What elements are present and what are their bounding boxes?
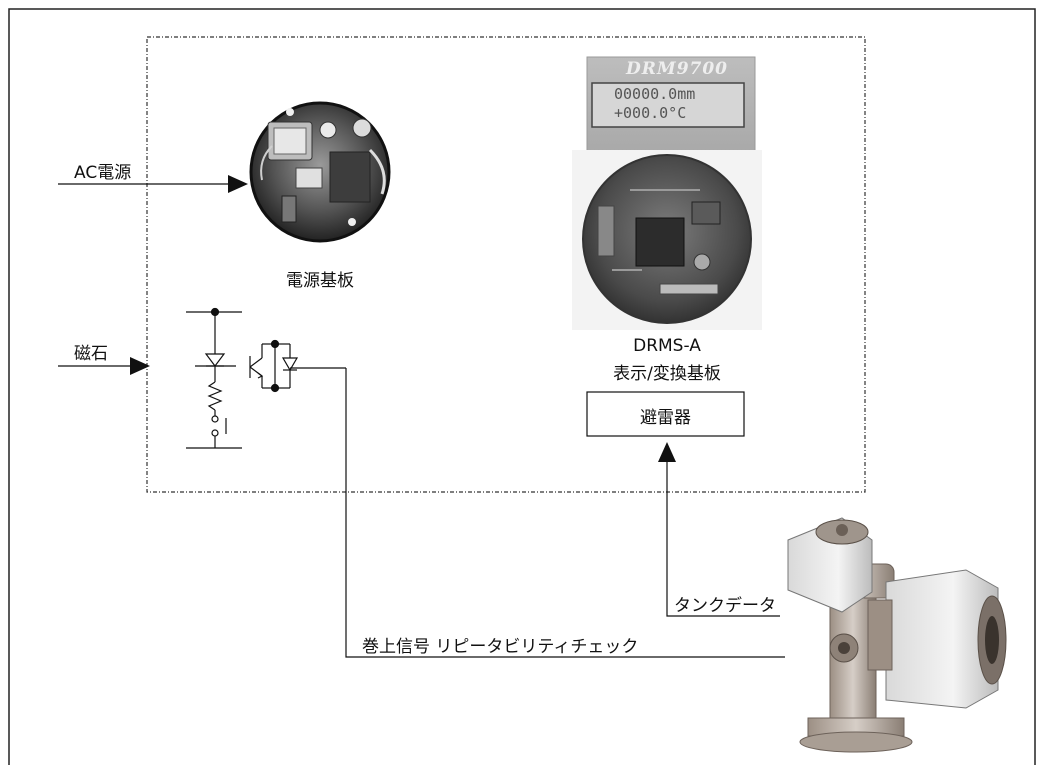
winding-signal-label: 巻上信号 リピータビリティチェック — [362, 637, 639, 657]
arrester-box — [586, 391, 745, 437]
tank-data-label: タンクデータ — [674, 596, 776, 616]
ac-power-label: AC電源 — [74, 163, 132, 183]
ac-power-arrowhead — [228, 175, 248, 193]
lcd-brand: DRM9700 — [626, 59, 729, 79]
arrester-label: 避雷器 — [640, 408, 691, 428]
outer-frame — [8, 8, 1036, 769]
display-board-model-label: DRMS-A — [633, 336, 701, 356]
magnetic-switch-circuit — [186, 307, 346, 449]
magnet-label: 磁石 — [74, 344, 108, 364]
display-board-image — [572, 150, 762, 330]
lcd-display — [586, 56, 756, 153]
power-board-label: 電源基板 — [286, 271, 354, 291]
magnet-arrowhead — [130, 357, 150, 375]
display-board-label: 表示/変換基板 — [613, 364, 721, 384]
lcd-line-1: 00000.0mm — [614, 85, 696, 103]
lcd-line-2: +000.0°C — [614, 104, 687, 122]
enclosure-boundary — [146, 36, 866, 493]
winding-signal-line — [345, 368, 785, 658]
level-gauge-device — [787, 517, 1007, 753]
tank-data-line — [666, 460, 780, 617]
power-board-image — [249, 101, 391, 243]
tank-data-arrowhead — [658, 442, 676, 462]
